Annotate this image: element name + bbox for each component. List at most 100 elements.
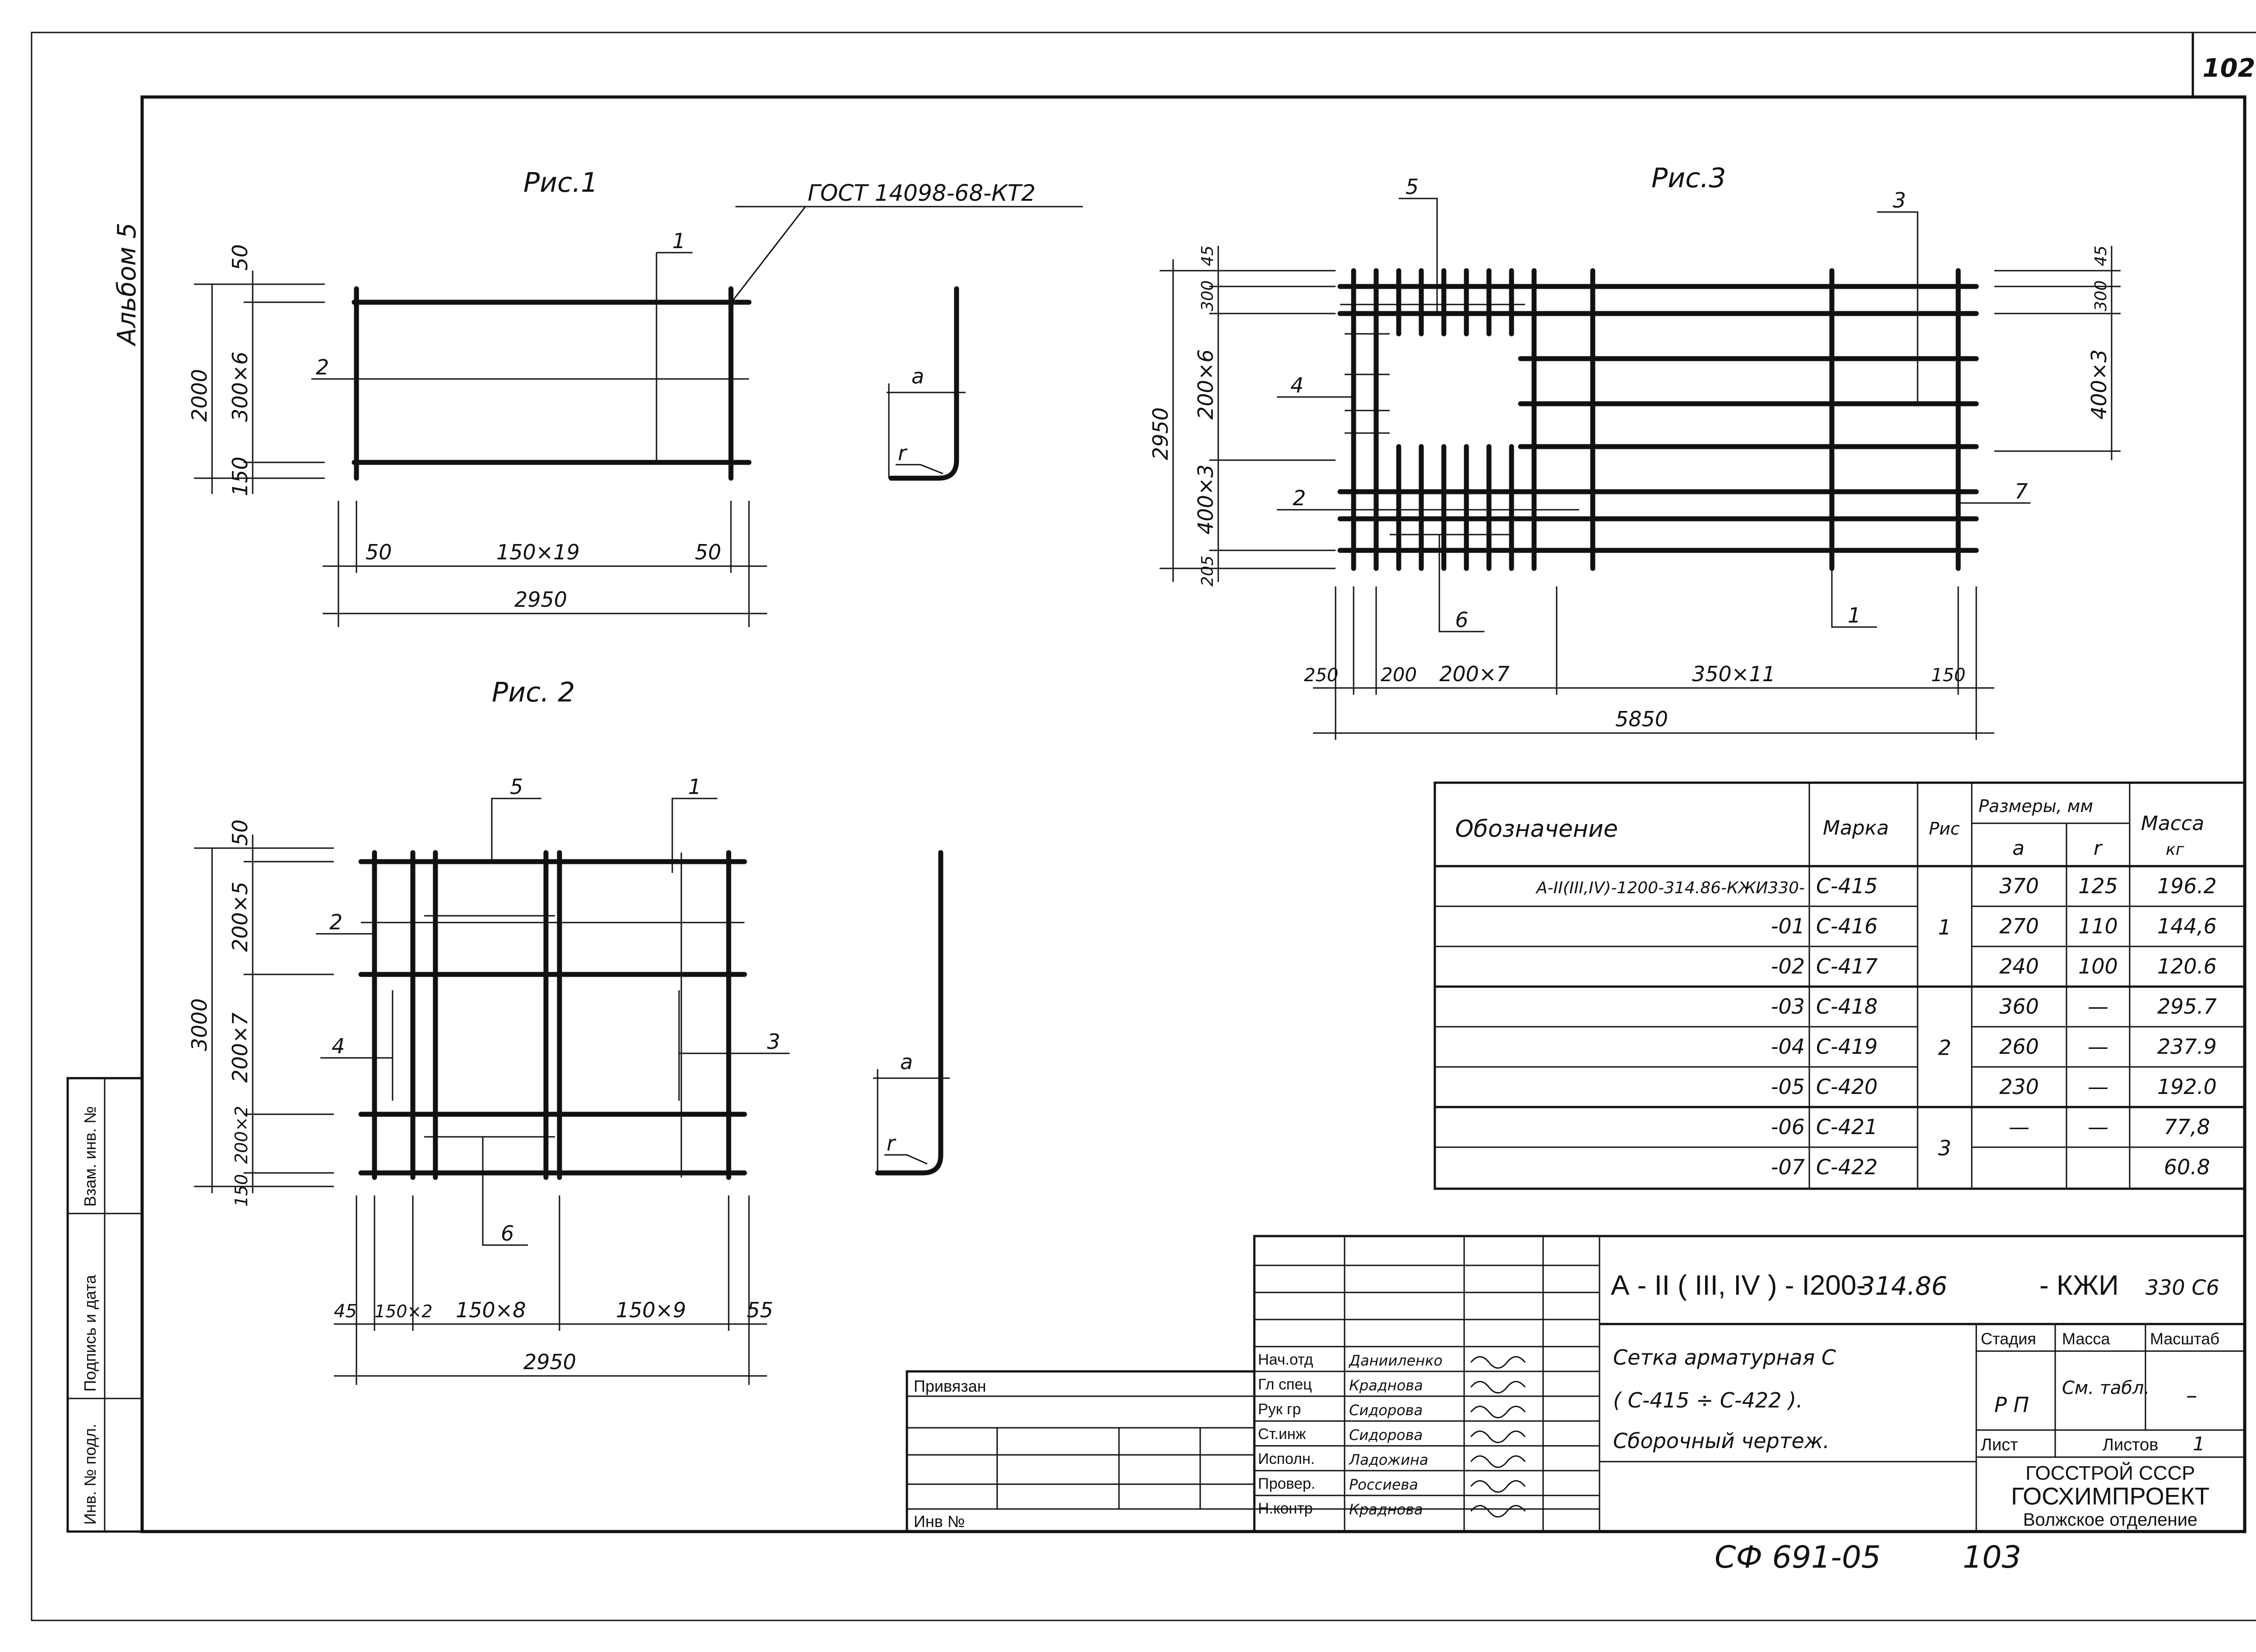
row-designation: -01	[1771, 914, 1805, 938]
row-mass: 77,8	[2164, 1115, 2210, 1139]
row-a: 360	[1999, 994, 2039, 1019]
detail2-r: r	[887, 1131, 897, 1155]
footer-num: 103	[1963, 1540, 2021, 1575]
row-mark: С-416	[1816, 914, 1878, 938]
signature-mark	[1470, 1480, 1526, 1493]
signature-mark	[1470, 1505, 1526, 1518]
row-r: 110	[2078, 914, 2118, 938]
row-mass: 192.0	[2157, 1075, 2217, 1099]
fig1-h-total: 2000	[187, 369, 212, 422]
row-r: 100	[2078, 954, 2118, 978]
fig3-h-1: 300	[1198, 280, 1217, 311]
row-r: —	[2088, 1034, 2108, 1059]
fig1-w-right: 50	[695, 540, 721, 564]
tb-name: Сидорова	[1349, 1402, 1423, 1419]
fig2-w-1: 45	[334, 1301, 357, 1322]
fig1-gost: ГОСТ 14098-68-КТ2	[808, 180, 1036, 206]
fig1-callout-2: 2	[316, 355, 329, 379]
row-designation: -02	[1771, 954, 1805, 978]
row-a: 230	[1999, 1075, 2039, 1099]
album-label: Альбом 5	[112, 222, 142, 346]
fig2-w-3: 150×8	[456, 1298, 526, 1322]
fig1-w-mid: 150×19	[496, 540, 580, 564]
th-designation: Обозначение	[1455, 816, 1618, 843]
row-designation: А-II(III,IV)-1200-314.86-КЖИ330-	[1535, 879, 1805, 897]
row-r: —	[2088, 994, 2108, 1019]
tb-org1: ГОССТРОЙ СССР	[2025, 1461, 2195, 1484]
fig3-w-2: 200	[1381, 664, 1417, 686]
tb-sheets-value: 1	[2193, 1433, 2205, 1455]
th-dims: Размеры, мм	[1979, 796, 2093, 816]
fig2-h-top: 50	[228, 819, 252, 846]
row-a: —	[2009, 1115, 2029, 1139]
row-mark: С-415	[1816, 874, 1878, 898]
fig1-h-bot: 150	[228, 457, 252, 496]
tb-role: Нач.отд	[1258, 1351, 1313, 1368]
th-fig: Рис	[1929, 819, 1960, 839]
fig2-callout-5: 5	[510, 775, 523, 799]
fig2-callout-3: 3	[767, 1029, 780, 1054]
fig2-h-3: 200×2	[231, 1106, 251, 1164]
fig2-callout-4: 4	[332, 1034, 345, 1058]
tb-name: Ладожина	[1349, 1451, 1428, 1468]
fig1-title: Рис.1	[523, 167, 598, 198]
detail1-r: r	[898, 441, 908, 465]
row-mark: С-418	[1816, 994, 1878, 1019]
signature-mark	[1470, 1455, 1526, 1468]
tb-inv-no: Инв №	[914, 1512, 965, 1531]
row-mass: 196.2	[2157, 874, 2217, 898]
tb-name: Краднова	[1349, 1377, 1423, 1394]
th-mass: Масса	[2141, 812, 2204, 835]
fig1-h-top: 50	[228, 244, 252, 271]
tb-org2: ГОСХИМПРОЕКТ	[2011, 1483, 2210, 1510]
row-r: 125	[2078, 874, 2118, 898]
sheet-number: 102	[2203, 54, 2256, 83]
tb-role: Гл спец	[1258, 1376, 1312, 1393]
tb-name: Сидорова	[1349, 1426, 1423, 1444]
fig3-w-total: 5850	[1615, 707, 1668, 731]
row-r: —	[2088, 1115, 2108, 1139]
tb-org3: Волжское отделение	[2023, 1510, 2198, 1530]
fig2-h-1: 200×5	[228, 881, 252, 952]
fig3-callout-6: 6	[1455, 608, 1468, 632]
figure-2: Рис. 2 5 1 2 4 3 6	[187, 677, 790, 1385]
tb-scale-label: Масштаб	[2150, 1329, 2219, 1348]
fig1-h-mid: 300×6	[228, 351, 252, 422]
tb-name: Данииленко	[1348, 1352, 1442, 1369]
side-stamp: Инв. № подл. Подпись и дата Взам. инв. №	[66, 1077, 143, 1533]
fig2-h-total: 3000	[187, 998, 212, 1051]
row-designation: -03	[1771, 994, 1805, 1019]
fig2-w-4: 150×9	[616, 1298, 686, 1322]
fig3-callout-7: 7	[2015, 479, 2028, 503]
side-vzam: Взам. инв. №	[81, 1106, 99, 1207]
row-a: 240	[1999, 954, 2039, 978]
fig3-h-2: 200×6	[1193, 349, 1218, 420]
row-designation: -04	[1771, 1034, 1805, 1059]
tb-role: Рук гр	[1258, 1401, 1301, 1418]
row-fig-group: 1	[1938, 915, 1951, 940]
detail1-a: a	[911, 364, 924, 388]
fig3-callout-1: 1	[1848, 603, 1861, 628]
tb-sheets-label: Листов	[2103, 1435, 2158, 1454]
detail-1: a r	[887, 286, 966, 481]
fig3-w-5: 150	[1931, 665, 1965, 686]
signature-mark	[1470, 1356, 1526, 1369]
tb-privyazan: Привязан	[914, 1377, 986, 1395]
fig2-w-5: 55	[747, 1298, 773, 1322]
tb-mass-label: Масса	[2062, 1329, 2110, 1348]
fig3-hr-1: 300	[2092, 280, 2110, 311]
tb-sheet-label: Лист	[1981, 1435, 2018, 1454]
row-mass: 144,6	[2157, 914, 2217, 938]
tb-stage-value: Р П	[1994, 1393, 2029, 1417]
fig3-callout-4: 4	[1290, 373, 1304, 397]
fig3-title: Рис.3	[1651, 162, 1726, 194]
th-r: r	[2094, 837, 2103, 860]
fig3-w-1: 250	[1304, 665, 1338, 686]
th-mass-unit: кг	[2166, 840, 2185, 859]
tb-role: Исполн.	[1258, 1450, 1315, 1467]
fig3-callout-2: 2	[1293, 486, 1306, 510]
fig2-callout-6: 6	[501, 1221, 514, 1246]
tb-title-2: ( С-415 ÷ С-422 ).	[1613, 1388, 1803, 1412]
fig2-callout-2: 2	[329, 910, 342, 934]
fig3-h-top: 45	[1198, 245, 1217, 266]
